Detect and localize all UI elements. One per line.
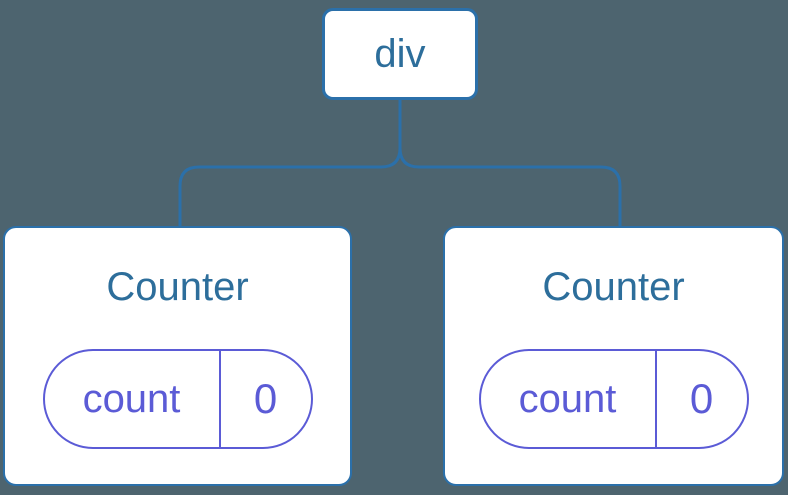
state-value: 0 bbox=[654, 351, 747, 447]
connector-left-branch bbox=[178, 100, 402, 227]
connector-right-branch bbox=[398, 100, 622, 227]
state-key: count bbox=[518, 376, 617, 421]
root-node-label: div bbox=[374, 32, 426, 76]
node-title: Counter bbox=[106, 265, 249, 309]
node-title: Counter bbox=[542, 265, 685, 309]
state-pill: count 0 bbox=[478, 349, 749, 449]
state-pill: count 0 bbox=[42, 349, 313, 449]
child-node-counter-2: Counter count 0 bbox=[443, 226, 784, 486]
state-key: count bbox=[82, 376, 181, 421]
child-node-counter-1: Counter count 0 bbox=[3, 226, 352, 486]
state-value: 0 bbox=[218, 351, 311, 447]
root-node-div: div bbox=[322, 8, 478, 100]
